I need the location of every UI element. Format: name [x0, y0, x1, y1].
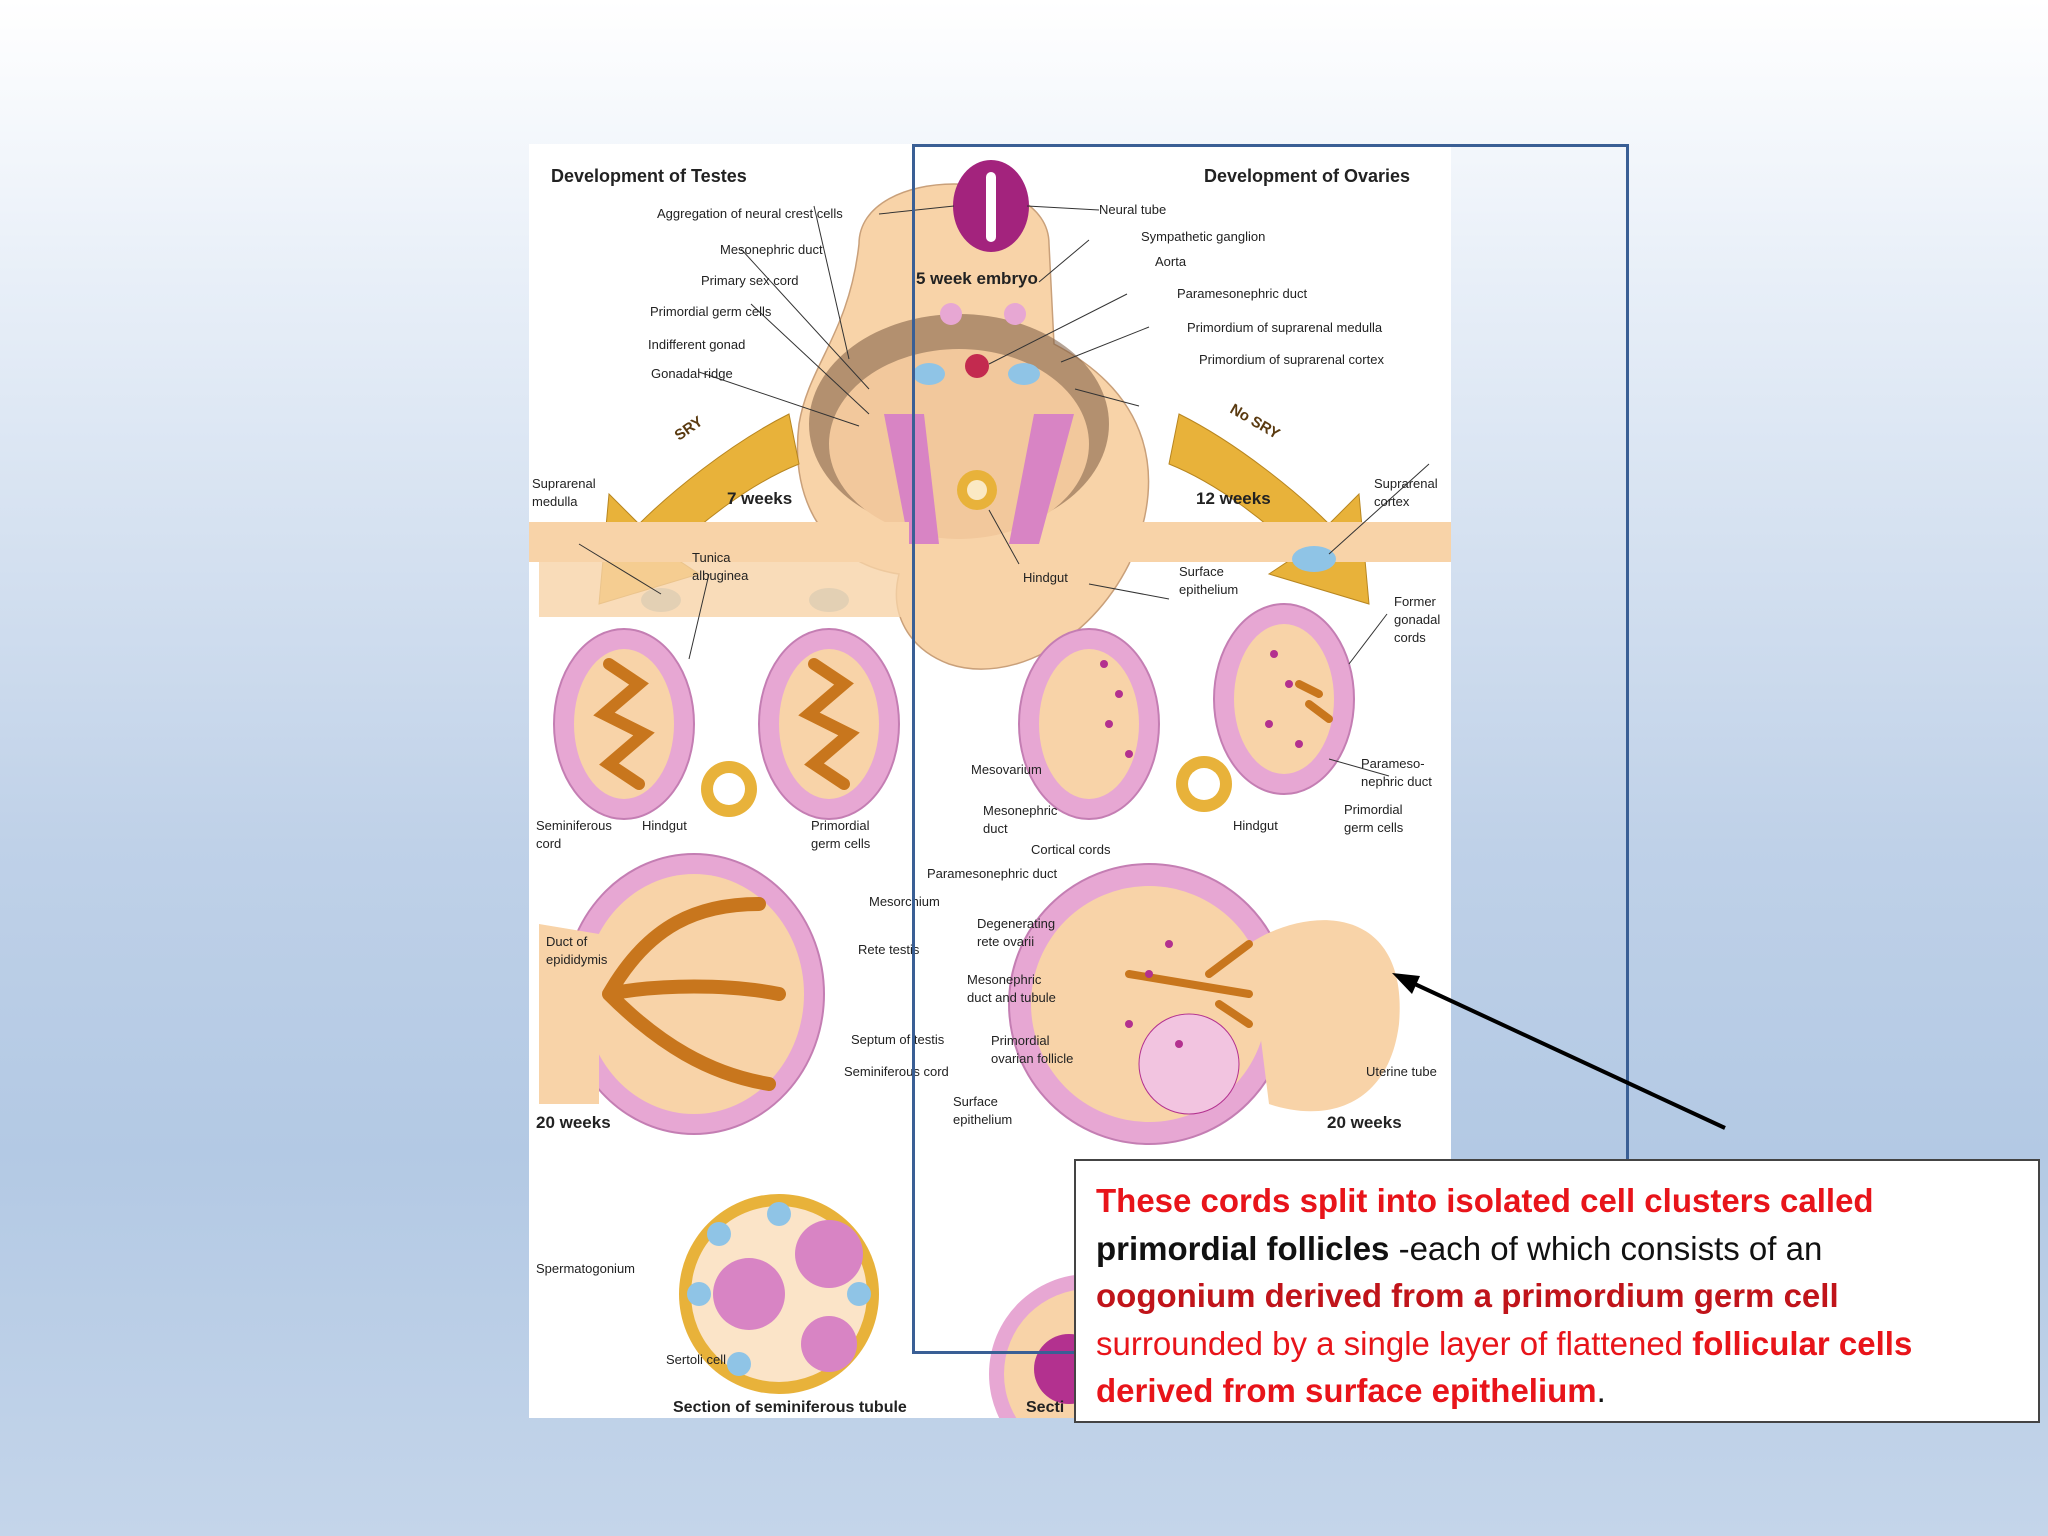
title-ovaries: Development of Ovaries — [1204, 166, 1410, 186]
label-degenerating-rete-1: Degenerating — [977, 916, 1055, 931]
development-diagram: Development of Testes Development of Ova… — [529, 144, 1451, 1418]
label-duct-epididymis-2: epididymis — [546, 952, 608, 967]
label-primordial-ovarian-2: ovarian follicle — [991, 1051, 1073, 1066]
callout-line4-plain: surrounded by a single layer of flattene… — [1096, 1324, 1693, 1362]
label-indifferent-gonad: Indifferent gonad — [648, 337, 745, 352]
label-tunica-2: albuginea — [692, 568, 749, 583]
label-seminiferous-cord-left-2: cord — [536, 836, 561, 851]
label-primordial-germ-mid-1: Primordial — [811, 818, 870, 833]
label-rete-testis: Rete testis — [858, 942, 920, 957]
section-ovarian-label: Secti — [1026, 1399, 1064, 1416]
callout-line-5: derived from surface epithelium. — [1096, 1367, 2020, 1415]
label-septum-testis: Septum of testis — [851, 1032, 945, 1047]
label-paramesonephric-mid: Paramesonephric duct — [927, 866, 1057, 881]
label-primordial-germ-top: Primordial germ cells — [650, 304, 772, 319]
callout-line5-bold: derived from surface epithelium — [1096, 1372, 1597, 1409]
title-testes: Development of Testes — [551, 166, 747, 186]
callout-line1-text: These cords split into isolated cell clu… — [1096, 1182, 1874, 1219]
embryo-label: 5 week embryo — [916, 269, 1038, 288]
label-former-gonadal-3: cords — [1394, 630, 1426, 645]
label-suprarenal-medulla-2: medulla — [532, 494, 578, 509]
callout-line4-bold: follicular cells — [1692, 1324, 1913, 1362]
weeks-20-right-label: 20 weeks — [1327, 1113, 1402, 1132]
mesonephros-left — [884, 414, 939, 544]
label-primordial-germ-right-1: Primordial — [1344, 802, 1403, 817]
label-surface-epi-top-2: epithelium — [1179, 582, 1238, 597]
callout-text-box: These cords split into isolated cell clu… — [1074, 1159, 2040, 1423]
label-suprarenal-cortex-2: cortex — [1374, 494, 1410, 509]
label-mesonephric-tubule-1: Mesonephric — [967, 972, 1042, 987]
mesonephros-right — [1009, 414, 1074, 544]
callout-line-2: primordial follicles -each of which cons… — [1096, 1225, 2020, 1273]
callout-line-4: surrounded by a single layer of flattene… — [1096, 1320, 2020, 1368]
weeks-7-label: 7 weeks — [727, 489, 792, 508]
label-spermatogonium: Spermatogonium — [536, 1261, 635, 1276]
label-suprarenal-cortex-prim: Primordium of suprarenal cortex — [1199, 352, 1384, 367]
label-hindgut-left: Hindgut — [642, 818, 687, 833]
label-mesorchium: Mesorchium — [869, 894, 940, 909]
label-suprarenal-medulla-prim: Primordium of suprarenal medulla — [1187, 320, 1383, 335]
label-primordial-germ-right-2: germ cells — [1344, 820, 1404, 835]
label-former-gonadal-1: Former — [1394, 594, 1437, 609]
label-parameso-right-2: nephric duct — [1361, 774, 1432, 789]
label-neural-tube: Neural tube — [1099, 202, 1166, 217]
label-hindgut-right: Hindgut — [1233, 818, 1278, 833]
label-surface-epi-top-1: Surface — [1179, 564, 1224, 579]
callout-line-1: These cords split into isolated cell clu… — [1096, 1177, 2020, 1225]
label-aorta: Aorta — [1155, 254, 1187, 269]
label-mesonephric-tubule-2: duct and tubule — [967, 990, 1056, 1005]
label-seminiferous-cord-left-1: Seminiferous — [536, 818, 612, 833]
label-seminiferous-cord-bottom: Seminiferous cord — [844, 1064, 949, 1079]
label-former-gonadal-2: gonadal — [1394, 612, 1440, 627]
callout-line5-end: . — [1596, 1372, 1606, 1409]
weeks-12-label: 12 weeks — [1196, 489, 1271, 508]
callout-line2-rest: -each of which consists of an — [1389, 1229, 1823, 1267]
label-mesonephric-mid-2: duct — [983, 821, 1008, 836]
callout-line-3: oogonium derived from a primordium germ … — [1096, 1272, 2020, 1320]
label-hindgut-center: Hindgut — [1023, 570, 1068, 585]
callout-line3-text: oogonium derived from a primordium germ … — [1096, 1277, 1839, 1314]
section-seminiferous-label: Section of seminiferous tubule — [673, 1399, 907, 1416]
weeks-20-left-label: 20 weeks — [536, 1113, 611, 1132]
label-surface-epi-bottom-2: epithelium — [953, 1112, 1012, 1127]
callout-line2-bold: primordial follicles — [1096, 1229, 1390, 1267]
label-primordial-germ-mid-2: germ cells — [811, 836, 871, 851]
label-mesovarium: Mesovarium — [971, 762, 1042, 777]
label-primary-sex-cord: Primary sex cord — [701, 273, 799, 288]
label-gonadal-ridge: Gonadal ridge — [651, 366, 733, 381]
label-suprarenal-cortex-1: Suprarenal — [1374, 476, 1438, 491]
label-cortical-cords: Cortical cords — [1031, 842, 1111, 857]
label-neural-crest: Aggregation of neural crest cells — [657, 206, 843, 221]
label-suprarenal-medulla-1: Suprarenal — [532, 476, 596, 491]
label-mesonephric-duct-top: Mesonephric duct — [720, 242, 823, 257]
label-tunica-1: Tunica — [692, 550, 731, 565]
label-sympathetic-ganglion: Sympathetic ganglion — [1141, 229, 1265, 244]
label-uterine-tube: Uterine tube — [1366, 1064, 1437, 1079]
label-mesonephric-mid-1: Mesonephric — [983, 803, 1058, 818]
diagram-art: Development of Testes Development of Ova… — [529, 144, 1451, 1418]
label-duct-epididymis-1: Duct of — [546, 934, 588, 949]
label-surface-epi-bottom-1: Surface — [953, 1094, 998, 1109]
label-degenerating-rete-2: rete ovarii — [977, 934, 1034, 949]
label-sertoli: Sertoli cell — [666, 1352, 726, 1367]
label-parameso-right-1: Parameso- — [1361, 756, 1425, 771]
label-paramesonephric-top: Paramesonephric duct — [1177, 286, 1307, 301]
label-primordial-ovarian-1: Primordial — [991, 1033, 1050, 1048]
